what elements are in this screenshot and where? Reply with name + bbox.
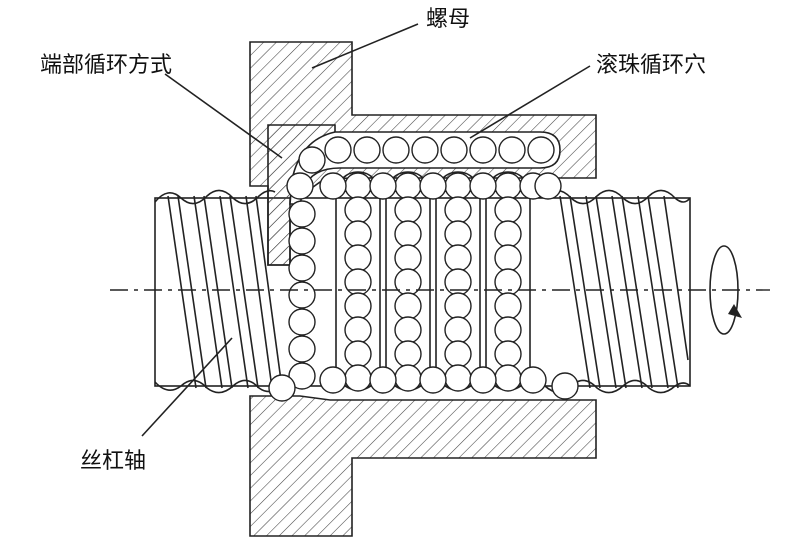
ball (444, 196, 472, 224)
ball (288, 335, 316, 363)
ball (324, 136, 352, 164)
ball (494, 196, 522, 224)
leader-end-circulation (164, 73, 283, 159)
ball (469, 366, 497, 394)
right-thread-flanks (559, 195, 689, 389)
ball (288, 227, 316, 255)
ball (494, 316, 522, 344)
ball (288, 362, 316, 390)
ball (494, 364, 522, 392)
rotation-arrow-icon (709, 245, 742, 335)
ball (494, 244, 522, 272)
balls (268, 136, 579, 402)
ball (298, 146, 326, 174)
ball (394, 220, 422, 248)
ball (382, 136, 410, 164)
ball (444, 220, 472, 248)
ball (369, 366, 397, 394)
ball (288, 308, 316, 336)
ball (527, 136, 555, 164)
ball (494, 268, 522, 296)
label-nut: 螺母 (426, 7, 470, 32)
ball (440, 136, 468, 164)
ball (394, 268, 422, 296)
left-thread-flanks (167, 195, 283, 389)
ball (444, 364, 472, 392)
ball (519, 366, 547, 394)
ball (344, 316, 372, 344)
ball (444, 292, 472, 320)
ball (344, 268, 372, 296)
ball (419, 366, 447, 394)
ball (344, 292, 372, 320)
ball (369, 172, 397, 200)
ball (344, 220, 372, 248)
ball (534, 172, 562, 200)
nut-lower-section (249, 395, 597, 537)
ball (344, 196, 372, 224)
ball (394, 316, 422, 344)
ball (469, 172, 497, 200)
ball (394, 340, 422, 368)
leader-screw-shaft (141, 337, 233, 437)
ball (344, 364, 372, 392)
ball (394, 292, 422, 320)
ball (268, 374, 296, 402)
ball (394, 172, 422, 200)
ball (288, 281, 316, 309)
ball (444, 268, 472, 296)
shaft-thread-crest-bottom (154, 379, 283, 394)
ball (494, 340, 522, 368)
ball (286, 172, 314, 200)
ball (494, 292, 522, 320)
shaft-outline (154, 197, 691, 387)
ball (319, 366, 347, 394)
ball (353, 136, 381, 164)
ball (444, 172, 472, 200)
leader-nut (311, 23, 419, 69)
ball (469, 136, 497, 164)
leader-ball-return-hole (469, 65, 591, 139)
ball (344, 172, 372, 200)
screw-shaft (154, 189, 691, 394)
ball (344, 244, 372, 272)
ball (444, 316, 472, 344)
ball (498, 136, 526, 164)
ball (419, 172, 447, 200)
ball (394, 244, 422, 272)
ball (444, 244, 472, 272)
ball (411, 136, 439, 164)
ball (444, 340, 472, 368)
leader-lines (141, 23, 591, 437)
ball (288, 200, 316, 228)
label-ball-return-hole: 滚珠循环穴 (596, 53, 706, 78)
ball (288, 254, 316, 282)
ball (494, 220, 522, 248)
ball (344, 340, 372, 368)
label-screw-shaft: 丝杠轴 (80, 449, 146, 474)
ball (319, 172, 347, 200)
label-end-circulation: 端部循环方式 (40, 53, 172, 78)
ball (394, 196, 422, 224)
ball (494, 172, 522, 200)
ball (551, 372, 579, 400)
ball (394, 364, 422, 392)
